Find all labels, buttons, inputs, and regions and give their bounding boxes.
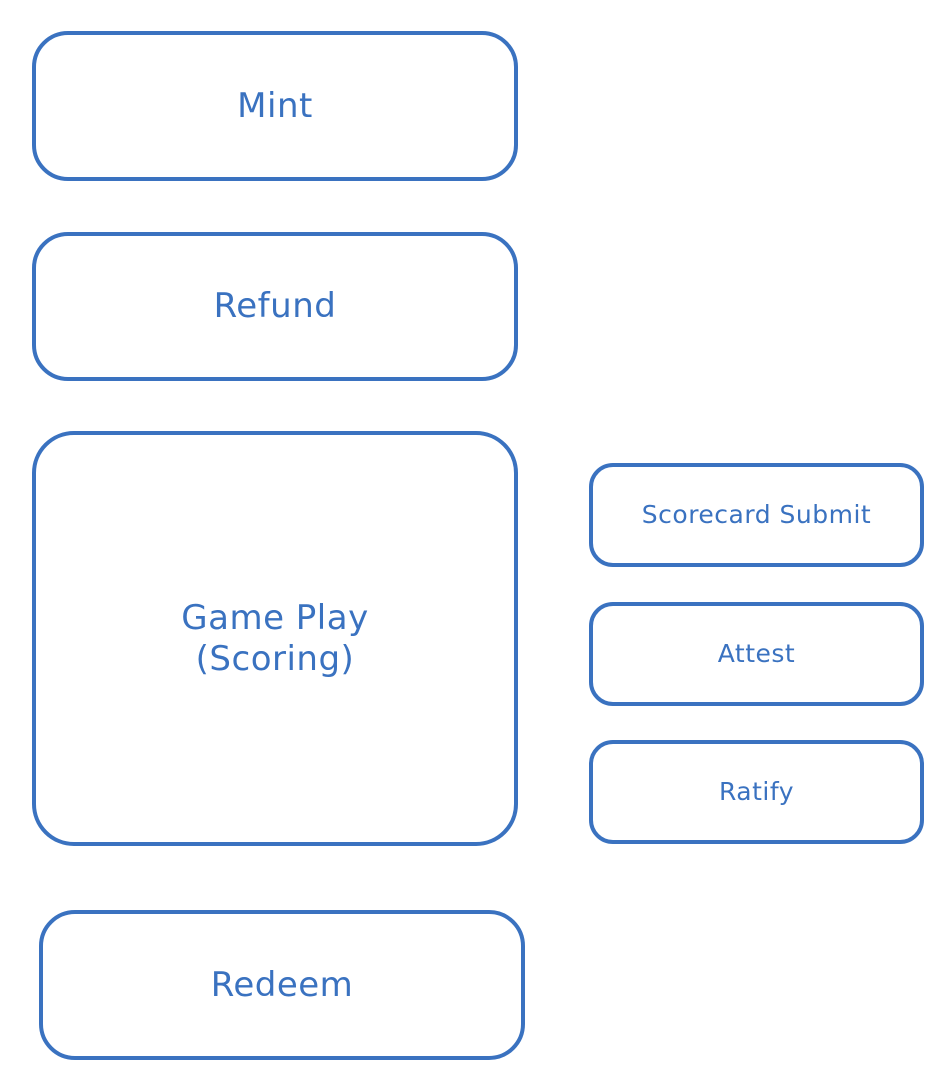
attest-label: Attest xyxy=(717,639,796,668)
ratify-box: Ratify xyxy=(589,740,924,844)
mint-box: Mint xyxy=(32,31,518,181)
refund-label: Refund xyxy=(213,286,337,327)
refund-box: Refund xyxy=(32,232,518,381)
attest-box: Attest xyxy=(589,602,924,706)
ratify-label: Ratify xyxy=(718,777,795,806)
redeem-label: Redeem xyxy=(210,964,354,1005)
scorecard-submit-box: Scorecard Submit xyxy=(589,463,924,567)
redeem-box: Redeem xyxy=(39,910,525,1060)
game-play-box: Game Play (Scoring) xyxy=(32,431,518,846)
game-play-label: Game Play (Scoring) xyxy=(181,597,369,679)
mint-label: Mint xyxy=(237,85,313,126)
scorecard-submit-label: Scorecard Submit xyxy=(641,500,872,529)
